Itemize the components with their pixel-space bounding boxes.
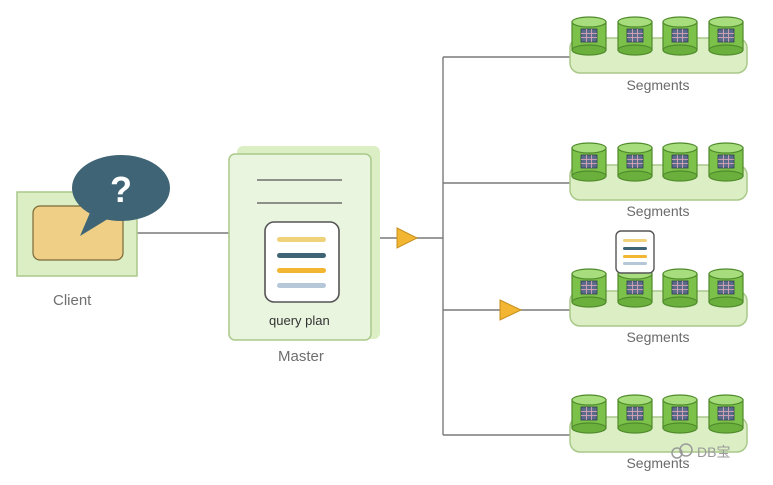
segment-group-3 <box>569 268 748 327</box>
database-disk-icon <box>708 16 744 56</box>
database-disk-icon <box>708 394 744 434</box>
segment-query-plan-icon <box>615 230 655 274</box>
database-disk-icon <box>708 142 744 182</box>
segments-label-1: Segments <box>626 77 690 93</box>
database-disk-icon <box>617 268 653 308</box>
database-disk-icon <box>662 142 698 182</box>
database-disk-icon <box>571 16 607 56</box>
arrow-icon <box>499 299 523 321</box>
question-mark: ? <box>110 169 132 210</box>
database-disk-icon <box>571 268 607 308</box>
database-disk-icon <box>571 394 607 434</box>
document-icon <box>257 179 342 204</box>
watermark: DB宝 <box>671 442 730 462</box>
segment-group-2 <box>569 142 748 201</box>
segments-label-2: Segments <box>626 203 690 219</box>
question-bubble-icon: ? <box>72 155 170 236</box>
database-disk-icon <box>708 268 744 308</box>
query-plan-icon <box>264 221 340 303</box>
database-disk-icon <box>662 394 698 434</box>
segment-group-1 <box>569 16 748 74</box>
database-disk-icon <box>617 142 653 182</box>
database-disk-icon <box>662 268 698 308</box>
segment-group-4 <box>569 394 748 453</box>
client-label: Client <box>53 292 92 309</box>
segments-label-3: Segments <box>626 329 690 345</box>
database-disk-icon <box>617 394 653 434</box>
database-disk-icon <box>617 16 653 56</box>
database-disk-icon <box>662 16 698 56</box>
watermark-logo-icon <box>671 443 693 459</box>
segments-label-4: Segments <box>626 455 690 471</box>
watermark-text: DB宝 <box>697 444 731 460</box>
query-plan-label: query plan <box>269 313 330 328</box>
master-label: Master <box>278 348 324 365</box>
arrow-icon <box>396 227 419 249</box>
database-disk-icon <box>571 142 607 182</box>
